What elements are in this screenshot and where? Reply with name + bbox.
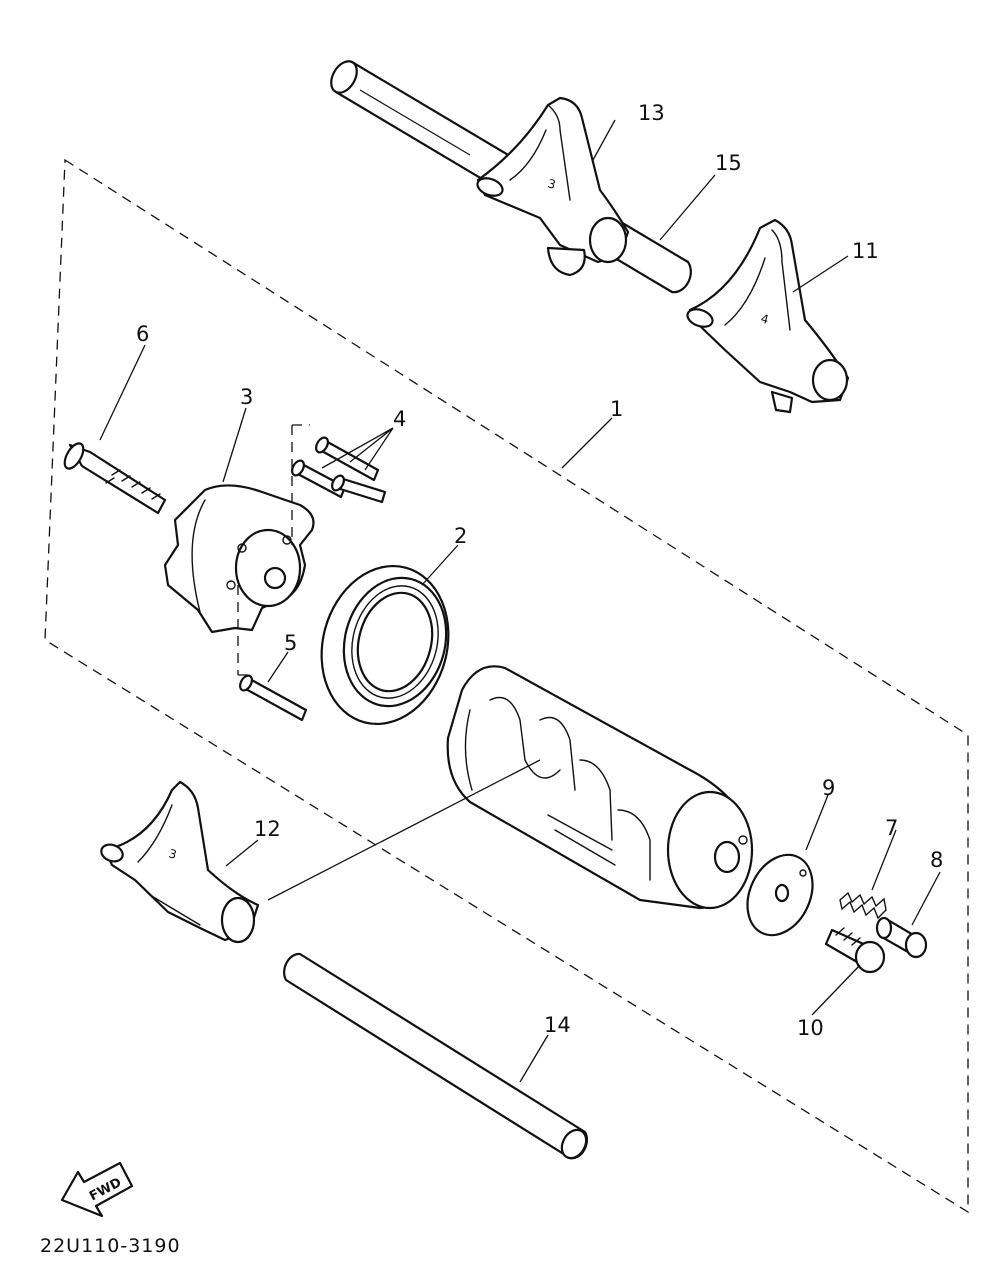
shift-fork-11: 4 — [686, 218, 850, 414]
spring-7 — [839, 891, 887, 920]
pin-5 — [239, 674, 308, 722]
svg-text:4: 4 — [759, 311, 770, 327]
svg-text:3: 3 — [546, 176, 557, 192]
pins-4 — [291, 436, 387, 504]
callout-7: 7 — [885, 816, 898, 840]
callout-11: 11 — [852, 239, 879, 263]
svg-text:3: 3 — [167, 846, 178, 862]
washer-9 — [746, 853, 814, 937]
shift-fork-13: 3 — [476, 96, 630, 277]
callout-13: 13 — [638, 101, 665, 125]
callout-1: 1 — [610, 397, 623, 421]
callout-2: 2 — [454, 524, 467, 548]
callout-6: 6 — [136, 322, 149, 346]
bolt-6 — [63, 442, 167, 515]
callout-10: 10 — [797, 1016, 824, 1040]
assembly-boundary — [44, 158, 969, 1214]
leader-lines — [99, 119, 941, 1083]
callout-4: 4 — [393, 407, 406, 431]
segment-plate-3 — [163, 484, 315, 634]
drawing-code: 22U110-3190 — [40, 1235, 181, 1257]
shift-fork-12: 3 — [100, 780, 260, 944]
pin-alignment-lines — [237, 424, 310, 676]
screw-10 — [824, 927, 886, 974]
callout-15: 15 — [715, 151, 742, 175]
shift-cam-drum — [446, 665, 754, 910]
fwd-arrow-icon: FWD — [60, 1161, 134, 1218]
callout-12: 12 — [254, 817, 281, 841]
callout-9: 9 — [822, 776, 835, 800]
callout-8: 8 — [930, 848, 943, 872]
callout-3: 3 — [240, 385, 253, 409]
callout-14: 14 — [544, 1013, 571, 1037]
stopper-pin-8 — [875, 916, 928, 959]
bearing-2 — [320, 564, 450, 726]
guide-bar-lower — [283, 952, 589, 1160]
callout-5: 5 — [284, 631, 297, 655]
